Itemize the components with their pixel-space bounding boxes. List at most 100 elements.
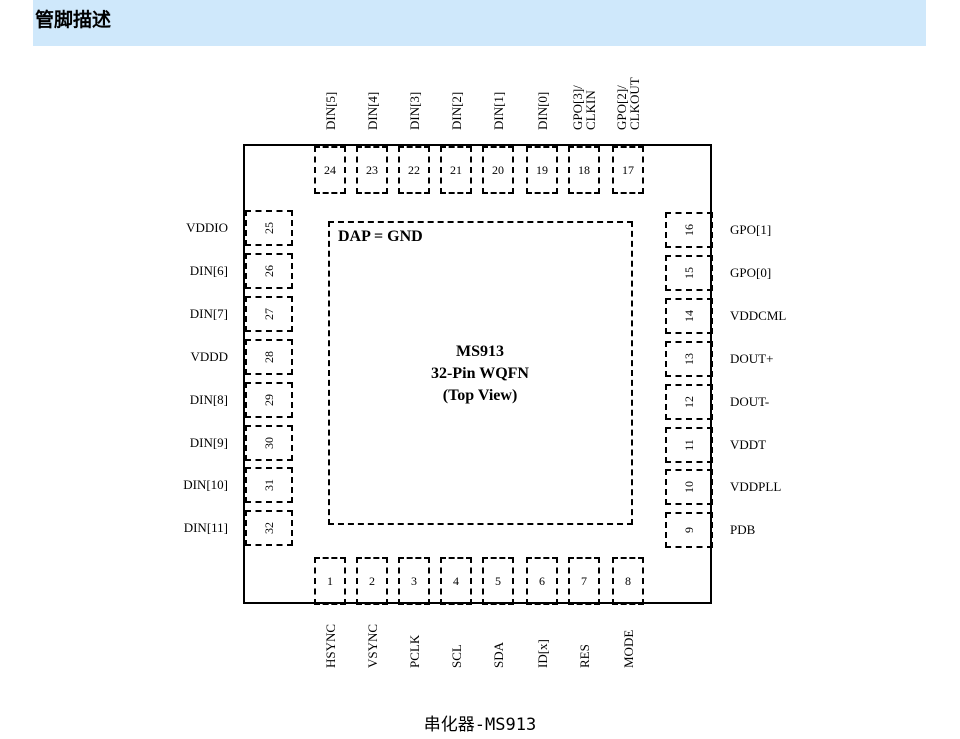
pin-pad-2: 2 (356, 557, 388, 605)
pin-label-9: PDB (730, 522, 756, 537)
pin-label-26: DIN[6] (189, 263, 228, 278)
pin-label-4: SCL (448, 644, 464, 668)
pin-pad-4: 4 (440, 557, 472, 605)
section-title: 管脚描述 (35, 9, 112, 31)
pin-label-17: CLKOUT (627, 77, 642, 130)
pin-pad-5: 5 (482, 557, 514, 605)
pin-pad-32: 32 (245, 510, 293, 546)
pin-pad-1: 1 (314, 557, 346, 605)
pin-number: 4 (453, 574, 459, 588)
pin-label-31: DIN[10] (183, 477, 228, 492)
dap-label: DAP = GND (338, 228, 423, 245)
pin-pad-25: 25 (245, 210, 293, 246)
pin-pad-7: 7 (568, 557, 600, 605)
pin-pad-20: 20 (482, 146, 514, 194)
chip-name: MS913 (456, 343, 504, 360)
pin-label-13: DOUT+ (730, 351, 774, 366)
pin-number: 3 (411, 574, 417, 588)
pin-number: 17 (622, 163, 634, 177)
pin-label-14: VDDCML (730, 308, 787, 323)
pin-pad-31: 31 (245, 467, 293, 503)
pin-number: 26 (262, 265, 276, 277)
pin-pad-27: 27 (245, 296, 293, 332)
pin-pad-16: 16 (665, 212, 713, 248)
pin-label-6: ID[x] (534, 639, 550, 668)
pin-label-27: DIN[7] (189, 306, 228, 321)
pin-pad-6: 6 (526, 557, 558, 605)
pin-number: 28 (262, 351, 276, 363)
pin-label-19: DIN[0] (534, 91, 550, 130)
pin-label-32: DIN[11] (183, 520, 228, 535)
pin-number: 29 (262, 394, 276, 406)
pin-label-7: RES (576, 644, 592, 668)
pin-number: 18 (578, 163, 590, 177)
pin-number: 1 (327, 574, 333, 588)
pin-number: 24 (324, 163, 336, 177)
pin-number: 2 (369, 574, 375, 588)
pin-pad-18: 18 (568, 146, 600, 194)
figure-caption: 串化器-MS913 (423, 715, 537, 735)
pin-number: 27 (262, 308, 276, 320)
pin-pad-13: 13 (665, 341, 713, 377)
pin-number: 22 (408, 163, 420, 177)
pin-label-10: VDDPLL (730, 479, 782, 494)
pin-number: 8 (625, 574, 631, 588)
pin-label-30: DIN[9] (189, 435, 228, 450)
pin-label-15: GPO[0] (730, 265, 772, 280)
pin-number: 7 (581, 574, 587, 588)
pin-label-18: CLKIN (583, 90, 598, 130)
pin-number: 14 (682, 310, 696, 322)
pin-label-2: VSYNC (364, 623, 380, 668)
pin-label-24: DIN[5] (322, 91, 338, 130)
pin-label-1: HSYNC (322, 623, 338, 668)
chip-view: (Top View) (442, 387, 518, 404)
pin-pad-19: 19 (526, 146, 558, 194)
pin-pad-21: 21 (440, 146, 472, 194)
pin-pad-9: 9 (665, 512, 713, 548)
pin-number: 9 (682, 527, 696, 533)
pin-number: 30 (262, 437, 276, 449)
pin-number: 10 (682, 481, 696, 493)
pin-label-11: VDDT (730, 437, 767, 452)
pin-pad-11: 11 (665, 427, 713, 463)
pin-pad-12: 12 (665, 384, 713, 420)
pin-number: 20 (492, 163, 504, 177)
pin-number: 11 (682, 439, 696, 451)
pin-pad-22: 22 (398, 146, 430, 194)
pin-label-16: GPO[1] (730, 222, 772, 237)
pin-number: 5 (495, 574, 501, 588)
pin-pad-23: 23 (356, 146, 388, 194)
pin-number: 23 (366, 163, 378, 177)
pin-pad-30: 30 (245, 425, 293, 461)
pin-number: 21 (450, 163, 462, 177)
chip-description: MS913 32-Pin WQFN (Top View) (380, 341, 580, 407)
pin-pad-14: 14 (665, 298, 713, 334)
pin-number: 19 (536, 163, 548, 177)
pin-label-8: MODE (620, 629, 636, 668)
dap-pad (328, 221, 633, 525)
pin-label-12: DOUT- (730, 394, 770, 409)
pin-label-20: DIN[1] (490, 91, 506, 130)
pin-pad-24: 24 (314, 146, 346, 194)
pin-pad-3: 3 (398, 557, 430, 605)
pin-pad-17: 17 (612, 146, 644, 194)
pin-label-23: DIN[4] (364, 91, 380, 130)
pin-number: 25 (262, 222, 276, 234)
pin-label-3: PCLK (406, 634, 422, 668)
pin-label-21: DIN[2] (448, 91, 464, 130)
pin-number: 12 (682, 396, 696, 408)
pin-label-29: DIN[8] (189, 392, 228, 407)
pin-number: 31 (262, 479, 276, 491)
pin-label-28: VDDD (190, 349, 228, 364)
pin-pad-15: 15 (665, 255, 713, 291)
pin-pad-26: 26 (245, 253, 293, 289)
pin-pad-10: 10 (665, 469, 713, 505)
pin-pad-28: 28 (245, 339, 293, 375)
section-header: 管脚描述 (33, 0, 926, 46)
pin-number: 6 (539, 574, 545, 588)
pin-label-5: SDA (490, 641, 506, 668)
pin-pad-29: 29 (245, 382, 293, 418)
pin-number: 15 (682, 267, 696, 279)
pin-number: 16 (682, 224, 696, 236)
pin-number: 13 (682, 353, 696, 365)
